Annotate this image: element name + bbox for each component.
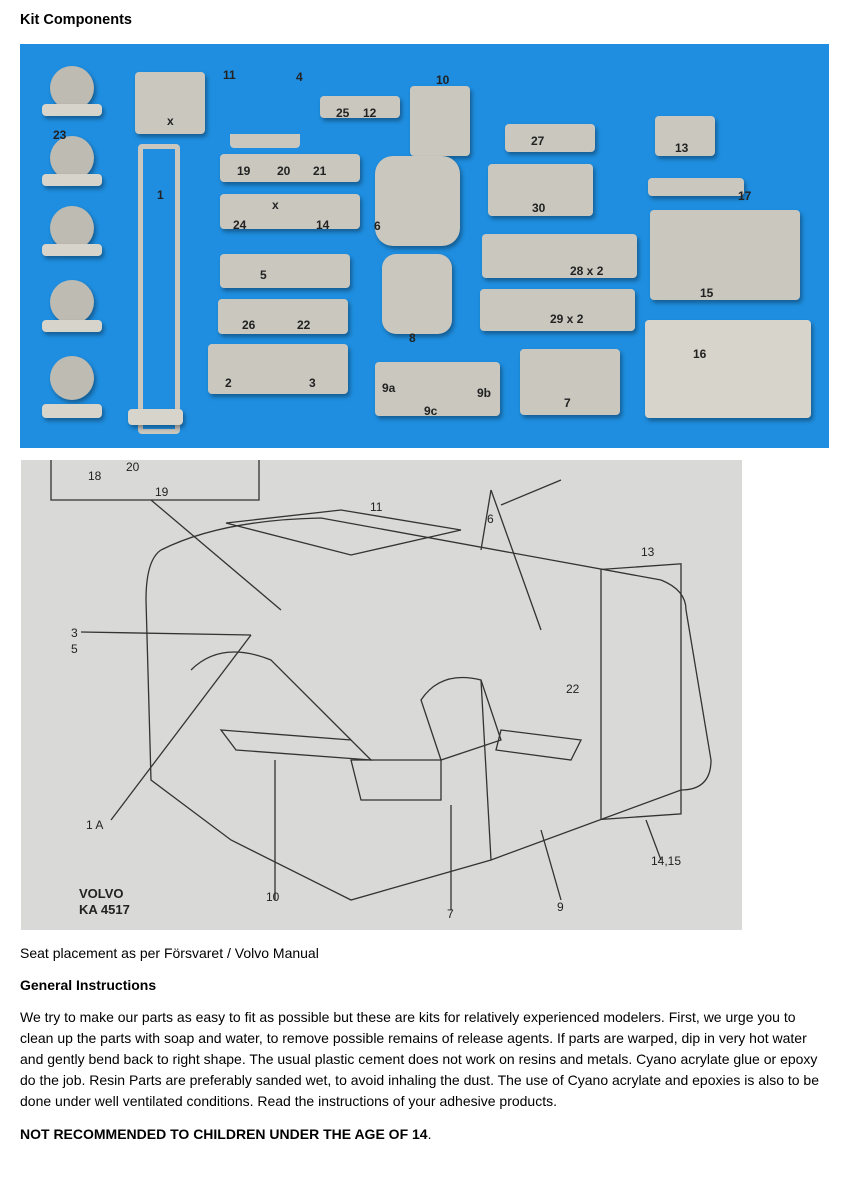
part-label: 14 — [316, 218, 330, 232]
part-label: x — [272, 198, 279, 212]
part-label: 3 — [309, 376, 316, 390]
kit-components-photo: 23 x 11 4 25 12 10 27 13 1 19 20 21 x 24… — [20, 44, 829, 448]
diagram-brand: VOLVO — [79, 886, 124, 901]
age-warning-text: NOT RECOMMENDED TO CHILDREN UNDER THE AG… — [20, 1126, 428, 1142]
diagram-label: 18 — [88, 469, 102, 483]
diagram-label: 20 — [126, 460, 140, 474]
age-warning-period: . — [427, 1126, 432, 1142]
page-heading: Kit Components — [20, 12, 132, 28]
part-label: 11 — [223, 68, 236, 82]
diagram-label: 13 — [641, 545, 655, 559]
diagram-label: 9 — [557, 900, 564, 914]
cab-line-drawing — [50, 460, 712, 910]
part-label: 30 — [532, 201, 546, 215]
part-label: 21 — [313, 164, 327, 178]
part-label: 9b — [477, 386, 492, 400]
diagram-label: 6 — [487, 512, 494, 526]
part-label: 22 — [297, 318, 311, 332]
part-label: 8 — [409, 331, 416, 345]
part-label: 29 x 2 — [550, 312, 584, 326]
general-instructions-heading: General Instructions — [20, 977, 157, 993]
part-label: 16 — [693, 347, 707, 361]
diagram-label: 7 — [447, 907, 454, 921]
part-label: 2 — [225, 376, 232, 390]
general-instructions-text: We try to make our parts as easy to fit … — [20, 1009, 820, 1109]
part-label: 9c — [424, 404, 438, 418]
diagram-label: 1 A — [86, 818, 104, 832]
part-label: 10 — [436, 73, 450, 87]
part-label: 7 — [564, 396, 571, 410]
part-label: 5 — [260, 268, 267, 282]
part-label: 25 — [336, 106, 350, 120]
diagram-label: 14,15 — [651, 854, 682, 868]
part-label: 23 — [53, 128, 67, 142]
seat-placement-diagram: 20 18 19 11 6 13 3 5 22 1 A 10 7 9 14,15… — [21, 460, 742, 930]
part-label: 26 — [242, 318, 256, 332]
diagram-label: 19 — [155, 485, 169, 499]
part-label: 12 — [363, 106, 377, 120]
part-label: 9a — [382, 381, 396, 395]
diagram-label: 11 — [370, 500, 383, 514]
diagram-label: 10 — [266, 890, 280, 904]
part-label: 15 — [700, 286, 714, 300]
part-label: x — [167, 114, 174, 128]
part-label: 24 — [233, 218, 247, 232]
diagram-code: KA 4517 — [79, 902, 130, 917]
part-label: 19 — [237, 164, 251, 178]
part-label: 1 — [157, 188, 164, 202]
diagram-caption: Seat placement as per Försvaret / Volvo … — [20, 945, 319, 961]
part-label: 17 — [738, 189, 752, 203]
part-label: 28 x 2 — [570, 264, 604, 278]
part-label: 6 — [374, 219, 381, 233]
part-label: 27 — [531, 134, 545, 148]
diagram-label: 3 — [71, 626, 78, 640]
part-label: 13 — [675, 141, 689, 155]
part-label: 20 — [277, 164, 291, 178]
age-warning: NOT RECOMMENDED TO CHILDREN UNDER THE AG… — [20, 1124, 830, 1145]
diagram-label: 22 — [566, 682, 580, 696]
part-label: 4 — [296, 70, 303, 84]
diagram-label: 5 — [71, 642, 78, 656]
